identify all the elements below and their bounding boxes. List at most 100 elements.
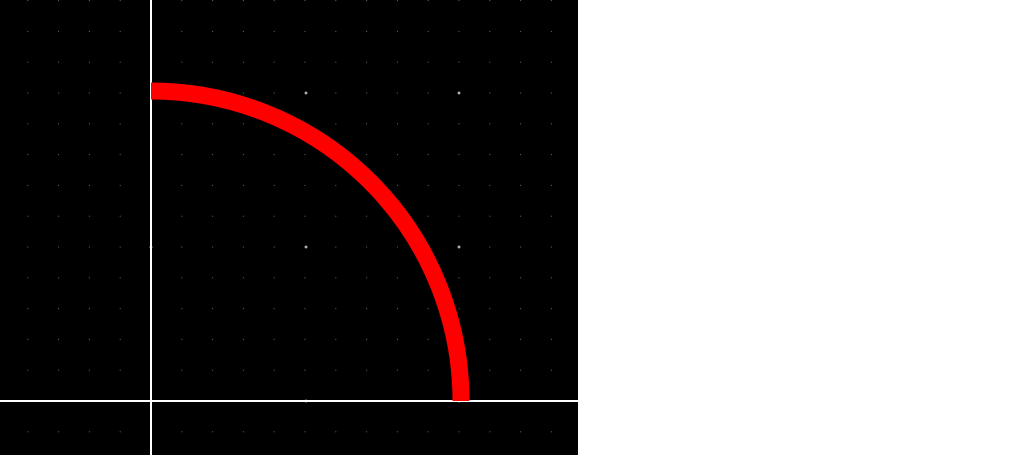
grid-dot [520,61,522,63]
grid-dot [242,215,244,217]
grid-dot [181,184,183,186]
grid-dot [520,277,522,279]
grid-dot [58,123,60,125]
grid-dot [58,0,60,2]
grid-dot [304,61,306,63]
grid-dot [427,215,429,217]
grid-dot [27,123,29,125]
grid-dot [58,246,60,248]
grid-dot [181,154,183,156]
grid-dot [27,154,29,156]
grid-dot [242,277,244,279]
grid-dot [335,246,337,248]
grid-dot [88,61,90,63]
grid-dot [212,308,214,310]
arc-track-red[interactable] [150,82,470,402]
major-grid-marker [457,91,461,95]
grid-dot [88,215,90,217]
grid-dot [212,369,214,371]
grid-dot [458,184,460,186]
grid-dot [181,123,183,125]
grid-dot [427,431,429,433]
grid-dot [396,431,398,433]
grid-dot [119,0,121,2]
grid-dot [427,61,429,63]
grid-dot [396,369,398,371]
grid-dot [88,308,90,310]
grid-dot [366,369,368,371]
grid-dot [520,184,522,186]
grid-dot [181,277,183,279]
grid-dot [273,308,275,310]
grid-dot [520,308,522,310]
grid-dot [119,338,121,340]
grid-dot [58,338,60,340]
grid-dot [181,215,183,217]
grid-dot [304,0,306,2]
grid-dot [58,92,60,94]
grid-dot [335,0,337,2]
grid-dot [550,369,552,371]
grid-dot [520,0,522,2]
grid-dot [181,338,183,340]
grid-dot [273,154,275,156]
grid-dot [458,30,460,32]
grid-dot [335,308,337,310]
grid-dot [489,30,491,32]
grid-dot [27,431,29,433]
grid-dot [427,369,429,371]
grid-dot [366,92,368,94]
grid-dot [520,123,522,125]
grid-dot [212,30,214,32]
grid-dot [366,308,368,310]
grid-dot [520,30,522,32]
grid-dot [27,30,29,32]
grid-dot [520,431,522,433]
grid-dot [119,30,121,32]
grid-dot [242,338,244,340]
grid-dot [489,92,491,94]
canvas-drawing[interactable] [0,0,578,455]
grid-dot [335,123,337,125]
grid-dot [119,246,121,248]
grid-dot [396,308,398,310]
bottom-border-strip [0,455,578,462]
grid-dot [212,154,214,156]
grid-dot [181,246,183,248]
grid-dot [396,61,398,63]
grid-dot [242,92,244,94]
grid-dot [335,277,337,279]
grid-dot [181,308,183,310]
grid-dot [520,215,522,217]
grid-dot [242,0,244,2]
grid-dot [27,215,29,217]
grid-dot [520,154,522,156]
grid-dot [212,431,214,433]
grid-dot [304,30,306,32]
grid-dot [520,338,522,340]
grid-dot [396,123,398,125]
grid-dot [242,123,244,125]
grid-dot [58,154,60,156]
grid-dot [396,184,398,186]
grid-dot [366,431,368,433]
grid-dot [88,30,90,32]
grid-dot [304,308,306,310]
grid-dot [366,123,368,125]
grid-dot [550,61,552,63]
grid-dot [458,0,460,2]
grid-dot [458,61,460,63]
grid-dot [335,92,337,94]
pcb-canvas-view[interactable] [0,0,578,455]
grid-dot [427,338,429,340]
grid-dot [304,431,306,433]
grid-dot [550,338,552,340]
grid-dot [427,123,429,125]
grid-dot [304,338,306,340]
grid-dot [366,0,368,2]
grid-dot [27,277,29,279]
grid-dot [427,0,429,2]
grid-dot [550,184,552,186]
grid-dot [27,184,29,186]
